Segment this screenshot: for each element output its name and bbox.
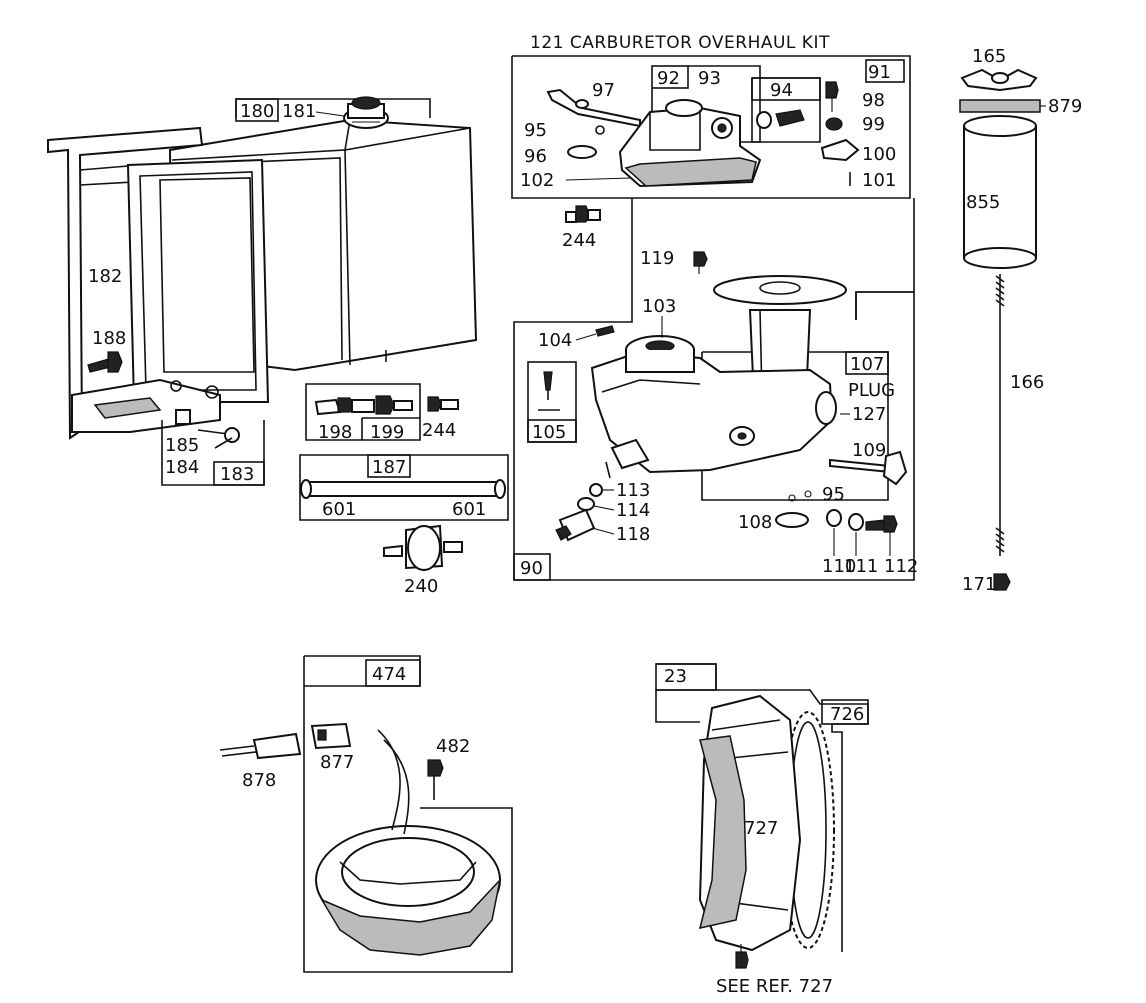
label-119: 119 — [640, 248, 674, 269]
label-99: 99 — [862, 114, 885, 135]
label-111: 111 — [844, 556, 878, 577]
label-109: 109 — [852, 440, 886, 461]
label-199: 199 — [370, 422, 404, 443]
label-104: 104 — [538, 330, 572, 351]
label-878: 878 — [242, 770, 276, 791]
label-726: 726 — [830, 704, 864, 725]
label-plug: PLUG — [848, 380, 895, 401]
label-92: 92 — [657, 68, 680, 89]
label-171: 171 — [962, 574, 996, 595]
label-198: 198 — [318, 422, 352, 443]
flywheel-group: 23 726 727 SEE REF. 727 — [655, 663, 869, 997]
label-727: 727 — [744, 818, 778, 839]
label-108: 108 — [738, 512, 772, 533]
label-240: 240 — [404, 576, 438, 597]
label-184: 184 — [165, 457, 199, 478]
label-112: 112 — [884, 556, 918, 577]
label-188: 188 — [92, 328, 126, 349]
label-855: 855 — [966, 192, 1000, 213]
label-879: 879 — [1048, 96, 1082, 117]
label-166: 166 — [1010, 372, 1044, 393]
label-482: 482 — [436, 736, 470, 757]
label-23: 23 — [664, 666, 687, 687]
label-97: 97 — [592, 80, 615, 101]
fuel-line-group: 187 601 601 — [299, 454, 509, 521]
label-244-upper: 244 — [562, 230, 596, 251]
label-185: 185 — [165, 435, 199, 456]
label-110: 110 — [822, 556, 856, 577]
alternator-group: 474 482 877 878 — [219, 655, 513, 973]
label-127: 127 — [852, 404, 886, 425]
label-100: 100 — [862, 144, 896, 165]
label-94: 94 — [770, 80, 793, 101]
label-181: 181 — [282, 101, 316, 122]
fuel-tank-group: 180 181 182 188 185 184 183 — [47, 96, 478, 486]
fitting-244-upper: 244 — [562, 205, 601, 251]
label-114: 114 — [616, 500, 650, 521]
label-96: 96 — [524, 146, 547, 167]
label-98: 98 — [862, 90, 885, 111]
label-877: 877 — [320, 752, 354, 773]
label-103: 103 — [642, 296, 676, 317]
label-107: 107 — [850, 354, 884, 375]
label-91: 91 — [868, 62, 891, 83]
label-95-body: 95 — [822, 484, 845, 505]
label-118: 118 — [616, 524, 650, 545]
label-95-kit: 95 — [524, 120, 547, 141]
label-165: 165 — [972, 46, 1006, 67]
label-183: 183 — [220, 464, 254, 485]
label-474: 474 — [372, 664, 406, 685]
label-93: 93 — [698, 68, 721, 89]
label-601-left: 601 — [322, 499, 356, 520]
fittings-group: 198 199 244 — [305, 383, 459, 443]
label-244-lower: 244 — [422, 420, 456, 441]
carburetor-kit-group: 121 CARBURETOR OVERHAUL KIT 91 92 93 94 — [511, 33, 911, 199]
air-filter-group: 165 879 855 166 171 — [959, 46, 1082, 595]
carburetor-body-group: 119 103 104 105 107 PLUG 127 109 95 108 … — [513, 198, 918, 581]
label-113: 113 — [616, 480, 650, 501]
fuel-filter-group: 240 — [383, 524, 463, 597]
label-180: 180 — [240, 101, 274, 122]
label-101: 101 — [862, 170, 896, 191]
label-182: 182 — [88, 266, 122, 287]
label-102: 102 — [520, 170, 554, 191]
label-187: 187 — [372, 457, 406, 478]
label-90: 90 — [520, 558, 543, 579]
label-105: 105 — [532, 422, 566, 443]
label-601-right: 601 — [452, 499, 486, 520]
footer-note: SEE REF. 727 — [716, 976, 833, 997]
kit-title: 121 CARBURETOR OVERHAUL KIT — [530, 33, 830, 53]
